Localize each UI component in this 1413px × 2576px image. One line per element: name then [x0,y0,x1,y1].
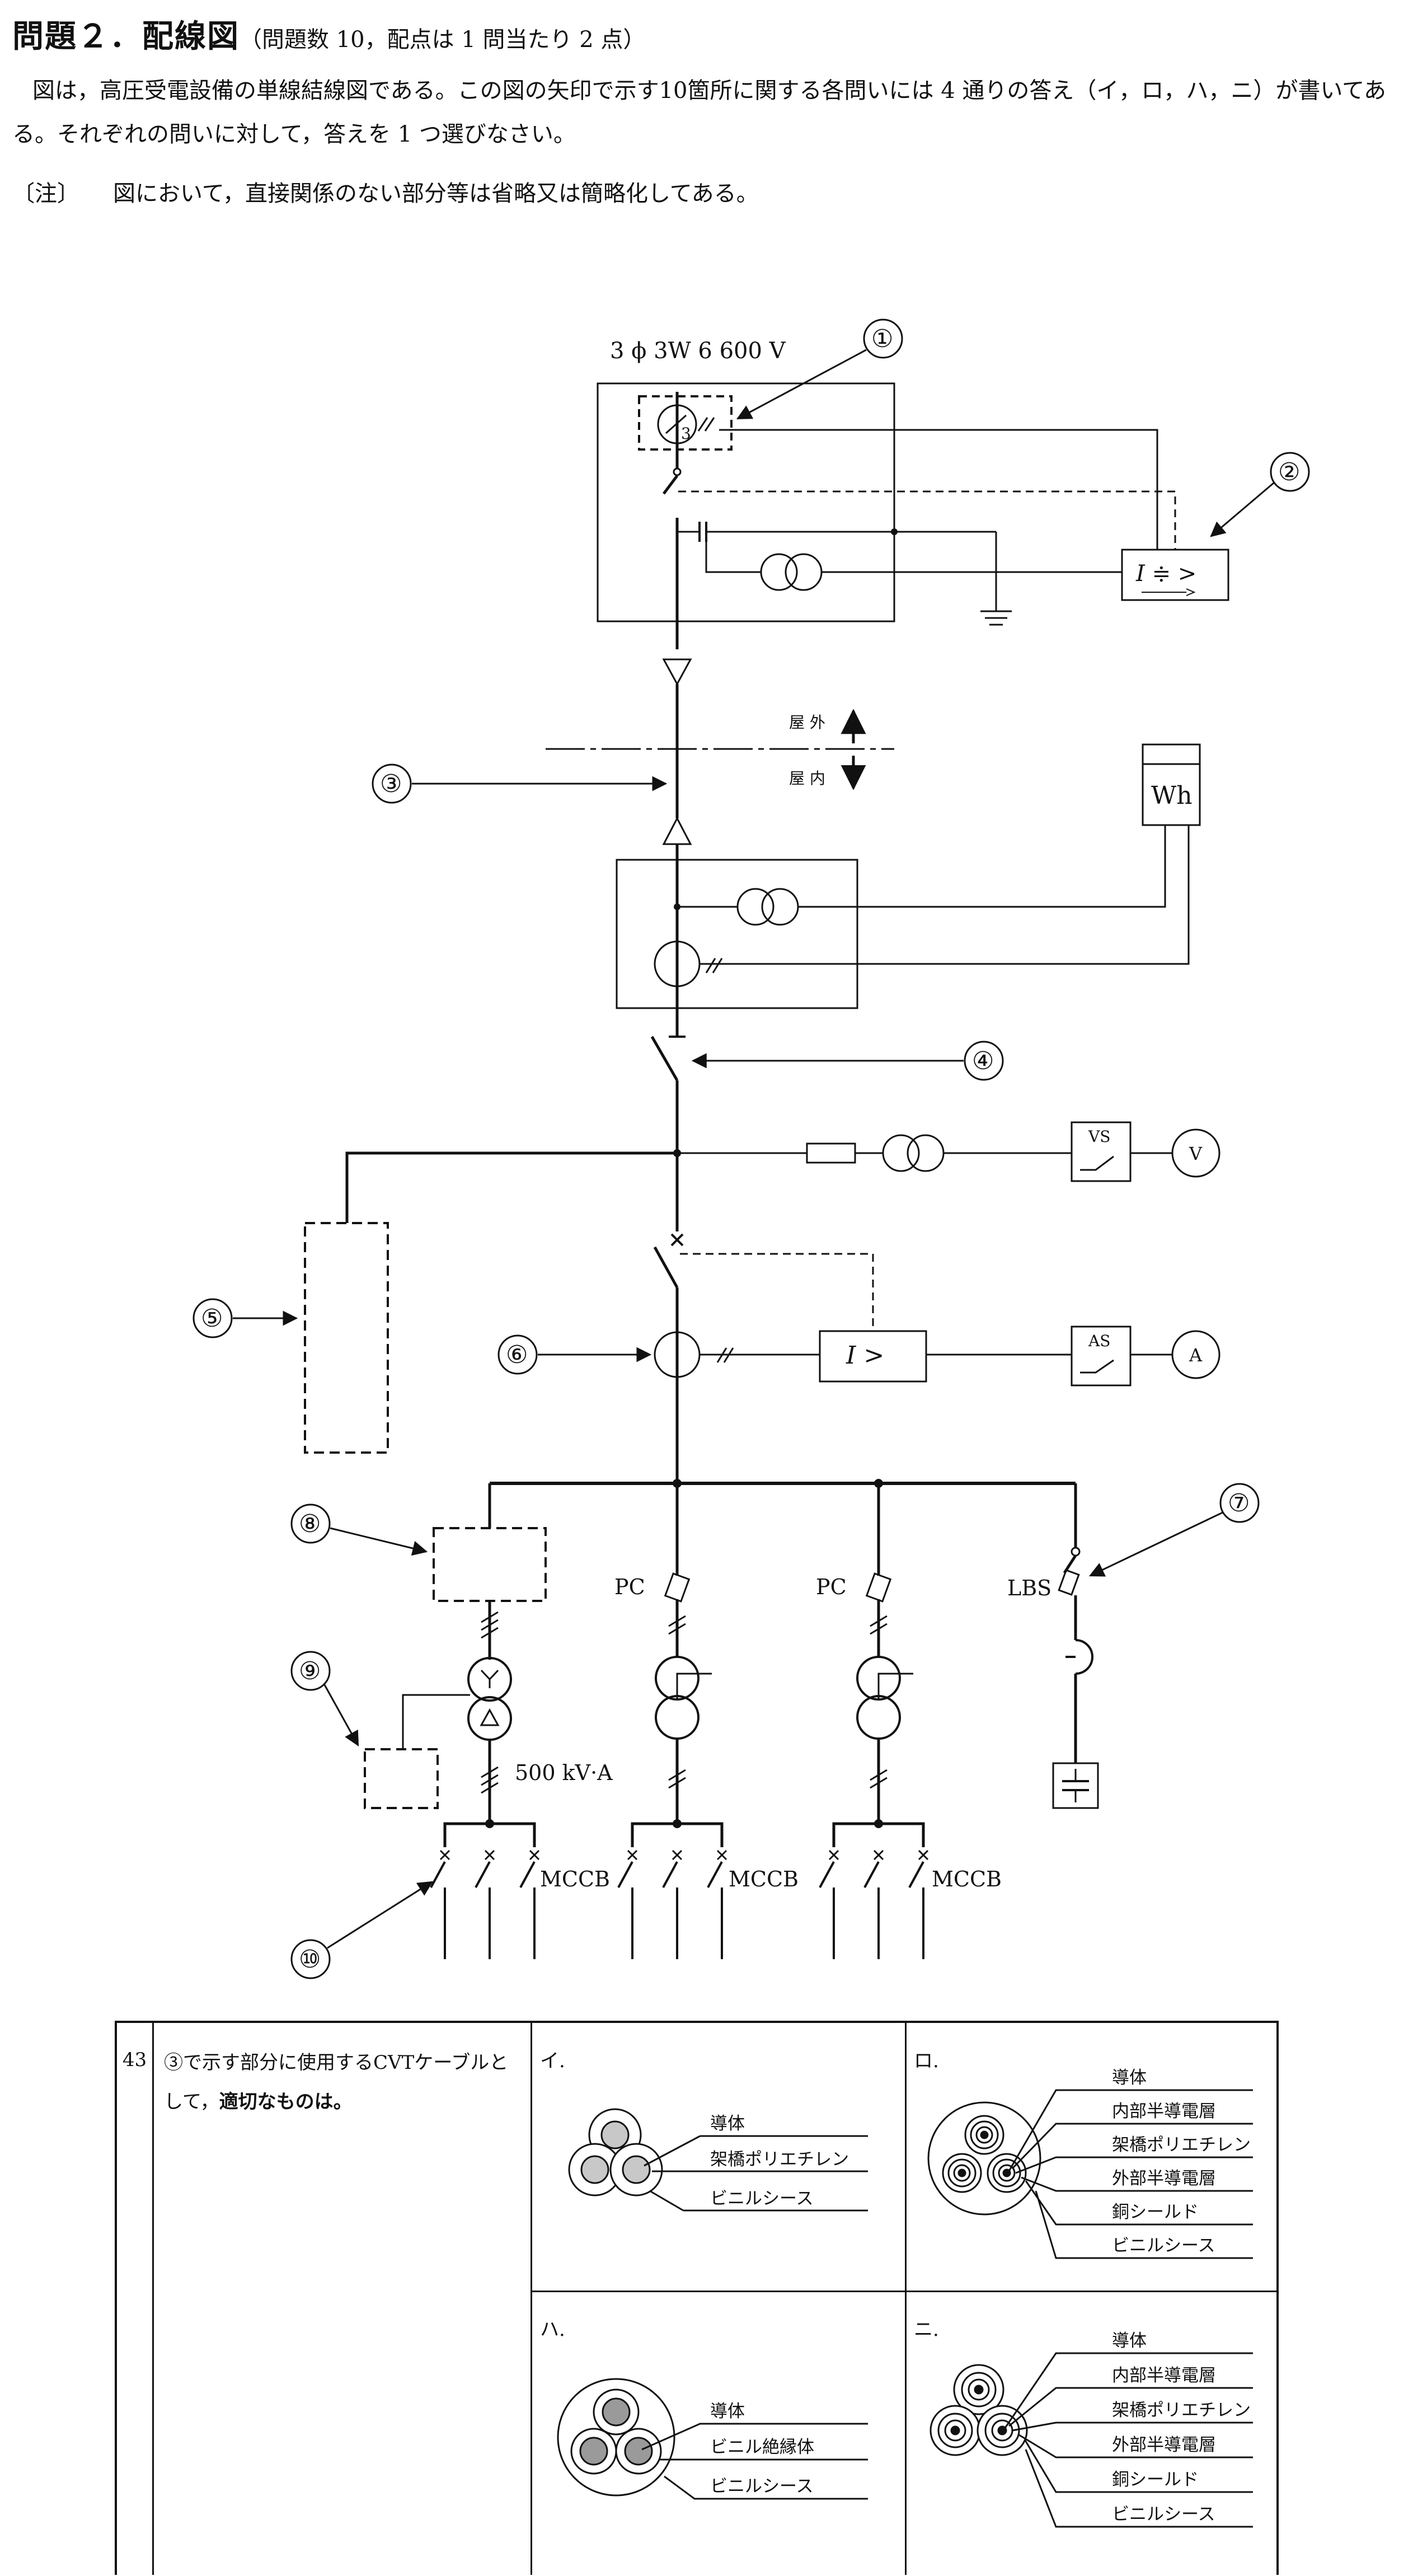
svg-text:I >: I > [846,1341,884,1370]
note-label: 〔注〕 [12,181,79,207]
svg-text:外部半導電層: 外部半導電層 [1112,2168,1216,2189]
svg-text:外部半導電層: 外部半導電層 [1112,2435,1216,2455]
svg-text:内部半導電層: 内部半導電層 [1112,2366,1216,2386]
svg-text:MCCB: MCCB [932,1867,1002,1891]
option-ha[interactable]: ハ. 導体 ビニル絶縁体 ビニルシース [532,2292,906,2560]
svg-text:Wh: Wh [1151,781,1193,810]
question-number: 43 [117,2023,154,2575]
svg-text:導体: 導体 [710,2114,745,2134]
option-ni[interactable]: ニ. 導体 内部半導電層 架橋ポリエチレン 外部半導電層 銅シールド [906,2292,1280,2560]
mccb-group-1 [430,1849,540,1959]
number-10: ⑩ [299,1945,321,1974]
svg-text:ビニルシース: ビニルシース [710,2189,813,2209]
zct-box [638,395,733,451]
svg-text:3: 3 [681,424,691,443]
svg-text:I ≑ >: I ≑ > [1135,561,1196,587]
svg-text:銅シールド: 銅シールド [1112,2470,1199,2490]
number-7: ⑦ [1228,1489,1250,1518]
number-3: ③ [380,770,402,798]
vs-switch [1071,1121,1132,1182]
box-9 [364,1748,439,1809]
number-5: ⑤ [201,1304,223,1333]
intro-text: 図は，高圧受電設備の単線結線図である。この図の矢印で示す10箇所に関する各問いに… [12,78,1386,147]
svg-text:PC: PC [614,1575,645,1599]
svg-text:導体: 導体 [1112,2331,1147,2351]
svg-text:AS: AS [1088,1332,1110,1350]
svg-text:内部半導電層: 内部半導電層 [1112,2101,1216,2121]
svg-text:屋 外: 屋 外 [789,713,825,732]
number-4: ④ [972,1047,994,1075]
svg-text:架橋ポリエチレン: 架橋ポリエチレン [710,2149,849,2170]
number-1: ① [871,325,893,353]
oc-relay [819,1330,927,1383]
svg-text:架橋ポリエチレン: 架橋ポリエチレン [1112,2400,1251,2420]
svg-text:ビニルシース: ビニルシース [710,2476,813,2497]
page-title: 問題２．配線図（問題数 10，配点は 1 問当たり 2 点） [12,18,646,55]
box-8 [433,1527,547,1602]
note-text: 図において，直接関係のない部分等は省略又は簡略化してある。 [113,181,759,207]
note: 〔注〕 図において，直接関係のない部分等は省略又は簡略化してある。 [12,175,1400,208]
svg-text:ビニルシース: ビニルシース [1112,2236,1215,2256]
number-8: ⑧ [299,1510,321,1538]
svg-text:MCCB: MCCB [729,1867,799,1891]
ammeter [1171,1330,1220,1379]
svg-text:A: A [1189,1345,1203,1366]
svg-text:導体: 導体 [710,2401,745,2422]
svg-text:架橋ポリエチレン: 架橋ポリエチレン [1112,2135,1251,2155]
header: 問題２．配線図（問題数 10，配点は 1 問当たり 2 点） 図は，高圧受電設備… [12,11,1400,208]
svg-text:導体: 導体 [1112,2068,1147,2088]
svg-text:500 kV·A: 500 kV·A [515,1760,613,1785]
metering-box [616,859,858,1009]
question-text: ③で示す部分に使用するCVTケーブルとして，適切なものは。 [154,2023,532,2575]
option-i[interactable]: イ. 導体 架橋ポリエチレン ビニルシース [532,2023,906,2292]
number-2: ② [1278,458,1300,486]
svg-text:VS: VS [1088,1127,1110,1146]
incoming-box [597,382,895,622]
svg-text:銅シールド: 銅シールド [1112,2202,1199,2222]
ground-relay [1121,549,1229,601]
svg-text:ビニルシース: ビニルシース [1112,2504,1215,2525]
svg-text:屋 内: 屋 内 [789,769,825,788]
single-line-diagram: 3 ϕ 3W 6 600 V 3 I ≑ > [193,319,1310,1979]
svg-text:PC: PC [816,1575,847,1599]
number-6: ⑥ [506,1341,528,1369]
svg-text:ビニル絶縁体: ビニル絶縁体 [710,2437,814,2457]
voltmeter [1171,1128,1220,1178]
as-switch [1071,1326,1132,1387]
box-5 [304,1222,389,1454]
question-table: 43 ③で示す部分に使用するCVTケーブルとして，適切なものは。 イ. 導体 架… [115,2021,1279,2575]
option-ro[interactable]: ロ. 導体 内部半導電層 架橋ポリエチレン 外部半導電層 [906,2023,1280,2292]
number-9: ⑨ [299,1657,321,1685]
wh-meter [1142,743,1201,826]
title-note: （問題数 10，配点は 1 問当たり 2 点） [240,27,646,53]
capacitor [1052,1762,1099,1809]
svg-text:V: V [1189,1143,1203,1164]
supply-label: 3 ϕ 3W 6 600 V [610,338,786,364]
svg-text:MCCB: MCCB [540,1867,610,1891]
svg-text:LBS: LBS [1007,1576,1051,1600]
